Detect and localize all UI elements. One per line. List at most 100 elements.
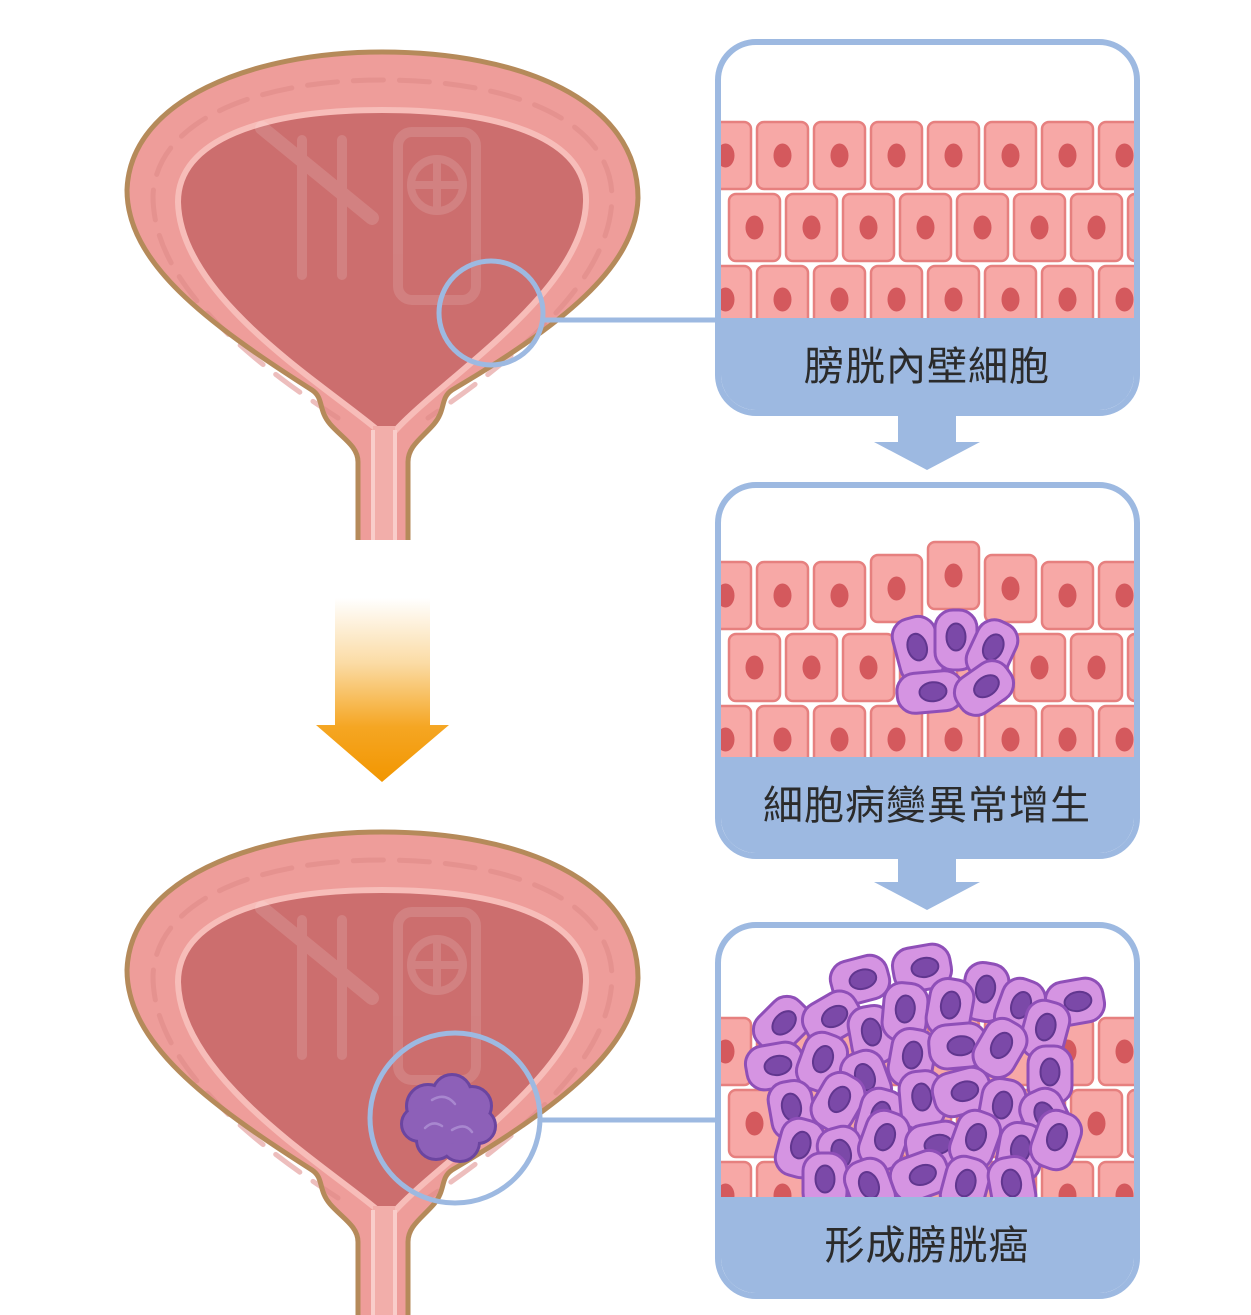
cell-nucleus: [1039, 1057, 1061, 1087]
cell-nucleus: [830, 143, 849, 168]
cell-nucleus: [811, 1045, 835, 1074]
cell-nucleus: [1115, 583, 1134, 608]
cell-nucleus: [981, 633, 1005, 662]
magnifier-circle-top: [436, 258, 546, 368]
cell-nucleus: [1058, 727, 1077, 752]
label-band: [721, 318, 1134, 410]
cell-nucleus: [1001, 143, 1020, 168]
normal-cell: [869, 120, 924, 191]
cell-nucleus: [830, 727, 849, 752]
cell-nucleus: [859, 215, 878, 240]
cell-nucleus: [1058, 287, 1077, 312]
normal-cell: [755, 264, 810, 335]
cell-nucleus: [1030, 215, 1049, 240]
cell-nucleus: [910, 956, 940, 979]
cell-nucleus: [830, 583, 849, 608]
cell-nucleus: [1087, 655, 1106, 680]
abnormal-cell: [743, 1040, 807, 1092]
panel-label: 細胞病變異常增生: [763, 783, 1091, 829]
cell-nucleus: [873, 1123, 897, 1152]
cell-nucleus: [721, 287, 735, 312]
normal-cell-layer: [721, 120, 1163, 335]
cell-nucleus: [745, 1111, 764, 1136]
cell-layer: [721, 540, 1134, 775]
cell-nucleus: [773, 583, 792, 608]
cell-nucleus: [1001, 727, 1020, 752]
normal-cell: [727, 632, 782, 703]
panel-frame: [715, 922, 1140, 1299]
cell-nucleus: [802, 655, 821, 680]
cell-nucleus: [773, 287, 792, 312]
cell-nucleus: [989, 1031, 1014, 1060]
cell-nucleus: [1145, 1112, 1163, 1136]
normal-cell: [1012, 632, 1067, 703]
cell-nucleus: [721, 583, 735, 608]
panel-normal-cells: 膀胱內壁細胞: [715, 39, 1163, 416]
normal-cell: [983, 553, 1038, 624]
normal-cell: [784, 632, 839, 703]
normal-cell: [926, 540, 981, 611]
normal-cell: [1069, 632, 1124, 703]
down-arrow-2: [874, 856, 980, 910]
cell-nucleus: [1034, 1012, 1057, 1042]
cell-nucleus: [918, 681, 948, 703]
panel-bladder-cancer: 形成膀胱癌: [715, 922, 1163, 1299]
normal-cell: [755, 560, 810, 631]
cell-nucleus: [848, 968, 878, 991]
abnormal-cell: [890, 942, 954, 994]
cell-nucleus: [944, 727, 963, 752]
panel-abnormal-proliferation: 細胞病變異常增生: [715, 482, 1140, 859]
cell-nucleus: [721, 1039, 735, 1064]
cell-nucleus: [802, 215, 821, 240]
cell-nucleus: [1058, 143, 1077, 168]
normal-cell: [812, 560, 867, 631]
cell-nucleus: [1058, 583, 1077, 608]
abnormal-cell: [1028, 1108, 1084, 1172]
cell-nucleus: [789, 1130, 812, 1160]
normal-cell: [812, 120, 867, 191]
abnormal-cell: [809, 1070, 867, 1134]
progression-arrow: [316, 598, 449, 782]
cell-nucleus: [771, 1010, 797, 1036]
normal-cell: [1069, 192, 1124, 263]
normal-cell: [755, 120, 810, 191]
cell-nucleus: [763, 1054, 793, 1077]
normal-cell: [1126, 1088, 1163, 1159]
normal-cell: [869, 553, 924, 624]
normal-cell: [983, 264, 1038, 335]
normal-cell: [983, 704, 1038, 775]
normal-cell: [1126, 192, 1163, 263]
cell-nucleus: [1115, 143, 1134, 168]
cell-nucleus: [908, 1163, 937, 1187]
cell-nucleus: [894, 994, 916, 1024]
bladder-tumor: [400, 1073, 497, 1163]
cell-nucleus: [1063, 990, 1093, 1013]
panel-label: 膀胱內壁細胞: [804, 344, 1050, 390]
normal-cell: [1040, 560, 1095, 631]
normal-cell: [898, 192, 953, 263]
cell-nucleus: [964, 1123, 988, 1152]
normal-cell: [1040, 704, 1095, 775]
cell-nucleus: [827, 1085, 852, 1114]
abnormal-cell: [971, 1016, 1029, 1080]
cell-nucleus: [939, 990, 962, 1020]
cell-nucleus: [1087, 215, 1106, 240]
cell-nucleus: [1030, 655, 1049, 680]
normal-cell: [841, 192, 896, 263]
cell-nucleus: [1115, 727, 1134, 752]
normal-cell: [721, 1016, 753, 1087]
abnormal-cell: [952, 659, 1016, 717]
cell-nucleus: [1145, 216, 1163, 240]
cell-nucleus: [946, 1035, 976, 1057]
normal-cell: [841, 632, 896, 703]
cell-nucleus: [911, 1082, 933, 1112]
cell-nucleus: [859, 655, 878, 680]
cell-nucleus: [901, 1040, 924, 1070]
normal-cell: [1012, 192, 1067, 263]
cell-nucleus: [830, 287, 849, 312]
normal-cell: [1069, 1088, 1124, 1159]
cell-nucleus: [721, 727, 735, 752]
normal-cell: [955, 192, 1010, 263]
cell-nucleus: [950, 1080, 980, 1103]
